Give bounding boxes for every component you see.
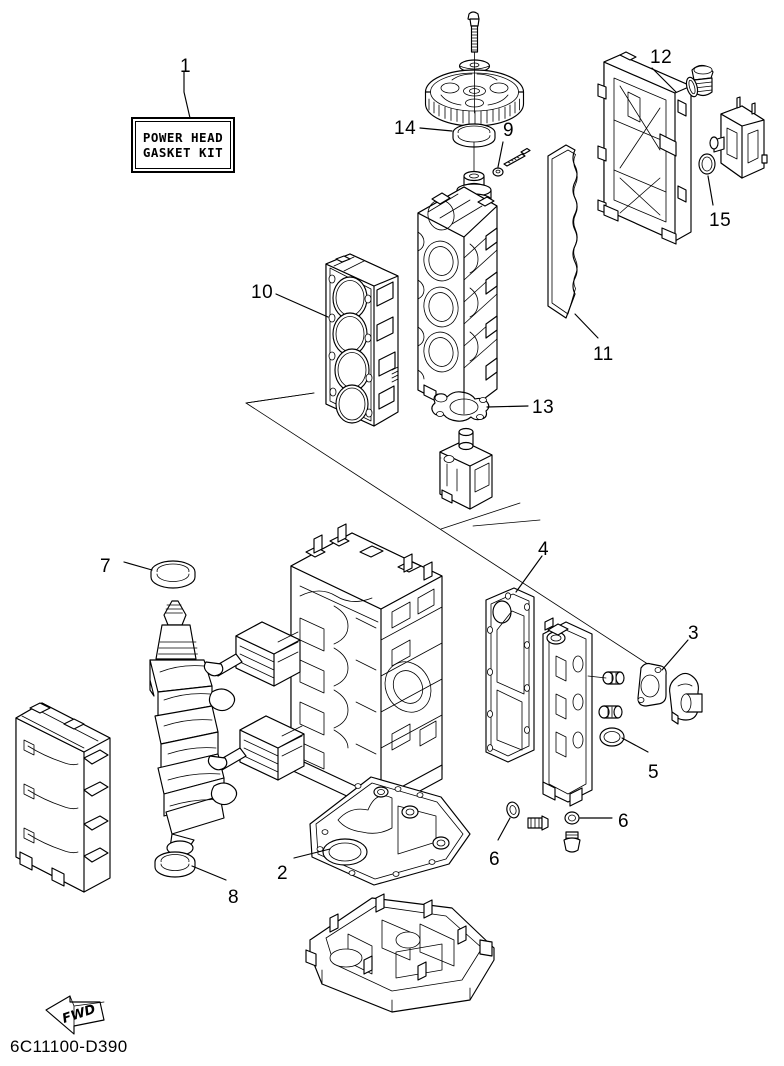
- callout-water-passage-o-ring: 5: [648, 762, 660, 783]
- exhaust-cover-gasket: [485, 587, 535, 763]
- oil-pump-gasket: [431, 391, 490, 422]
- cylinder-head: [417, 170, 498, 416]
- callout-oil-pump-gasket: 13: [532, 397, 555, 418]
- callout-cylinder-head-gasket: 10: [251, 282, 274, 303]
- water-passage-o-ring: [599, 727, 625, 747]
- exhaust-outer-cover: [542, 617, 625, 807]
- oil-pan: [305, 893, 495, 1013]
- callout-exhaust-cover-gasket: 4: [538, 539, 550, 560]
- piston-lower: [207, 715, 305, 781]
- callout-drain-bolt-washer-left: 6: [489, 849, 501, 870]
- fwd-label: FWD: [60, 1002, 98, 1027]
- thermostat-housing-upper: [698, 96, 768, 179]
- drain-bolt-hardware: [506, 801, 581, 853]
- callout-thermostat-cover-gasket: 3: [688, 623, 700, 644]
- callout-dowel-pin-bolt: 9: [503, 120, 515, 141]
- leader-1: [183, 71, 191, 119]
- callout-oil-filler-cap-o-ring: 12: [650, 47, 673, 68]
- cylinder-head-cover-gasket: [547, 144, 578, 319]
- crankshaft-assembly: [149, 560, 305, 878]
- drawing-number: 6C11100-D390: [10, 1037, 128, 1056]
- camshaft-pulley-assembly: [424, 11, 531, 177]
- cylinder-head-cover: [597, 51, 692, 245]
- cylinder-head-gasket: [325, 253, 399, 427]
- cylinder-block: [290, 523, 443, 813]
- callout-power-head-gasket-kit: 1: [180, 56, 192, 77]
- oil-pan-gasket: [309, 776, 471, 886]
- callout-cylinder-head-cover-gasket: 11: [593, 344, 614, 365]
- thermostat-cover-gasket: [637, 662, 667, 707]
- fwd-arrow-icon: [45, 995, 105, 1035]
- oil-filler-cap: [685, 64, 714, 98]
- assembly-guide-lines: [245, 392, 661, 673]
- callout-drain-bolt-washer-right: 6: [618, 811, 630, 832]
- callout-crankshaft-upper-oil-seal: 7: [100, 556, 112, 577]
- thermostat-cover: [669, 672, 703, 725]
- power-head-gasket-kit-box: POWER HEAD GASKET KIT: [131, 117, 235, 173]
- callout-thermostat-o-ring: 15: [709, 210, 732, 231]
- exhaust-inner-cover-left: [15, 702, 111, 893]
- callout-crankshaft-lower-oil-seal: 8: [228, 887, 240, 908]
- fwd-marker: FWD: [44, 996, 106, 1038]
- oil-pump-body: [439, 427, 493, 510]
- callout-leader-lines: [123, 67, 714, 881]
- callout-oil-pan-gasket: 2: [277, 863, 289, 884]
- piston-upper: [203, 621, 301, 687]
- kit-label-line2: GASKET KIT: [142, 145, 224, 160]
- kit-label-line1: POWER HEAD: [142, 129, 224, 145]
- callout-camshaft-oil-seal: 14: [394, 118, 417, 139]
